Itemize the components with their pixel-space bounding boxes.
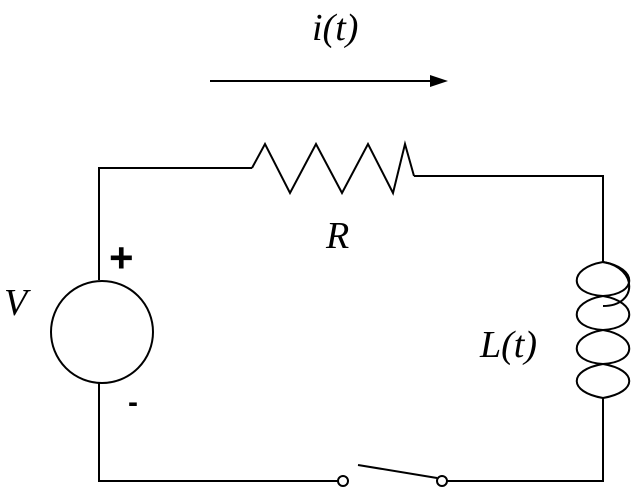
wire-bottom-left — [98, 383, 338, 482]
current-arrow — [210, 75, 448, 87]
minus-sign: - — [128, 386, 138, 419]
switch — [337, 464, 448, 487]
wire-top-left — [98, 167, 252, 280]
resistor-label: R — [325, 215, 349, 257]
current-label: i(t) — [312, 7, 358, 49]
resistor — [251, 140, 415, 196]
inductor — [575, 261, 631, 400]
source-label: V — [4, 282, 31, 324]
wire-top-right — [414, 175, 604, 262]
inductor-label: L(t) — [479, 324, 537, 366]
wire-bottom-right — [447, 398, 604, 482]
voltage-source — [50, 280, 154, 384]
plus-sign: + — [109, 234, 134, 281]
